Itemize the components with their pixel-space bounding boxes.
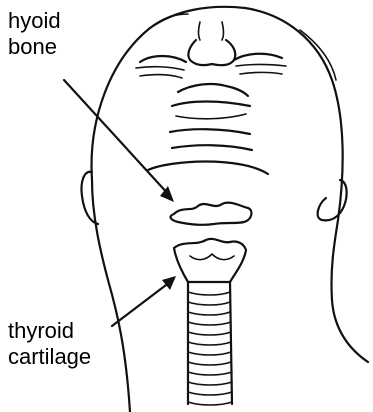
- right-eye-lid: [234, 54, 282, 60]
- hyoid-bone-label: hyoid bone: [8, 8, 61, 60]
- thyroid-label-line2: cartilage: [8, 344, 91, 370]
- hyoid-label-line1: hyoid: [8, 8, 61, 34]
- hairline-left: [150, 14, 188, 28]
- right-eye-lash-2: [240, 73, 282, 75]
- hyoid-label-line2: bone: [8, 34, 61, 60]
- chin-lower: [172, 145, 252, 150]
- thyroid-cartilage-label: thyroid cartilage: [8, 318, 91, 370]
- right-eye-lash-1: [236, 65, 286, 67]
- upper-lip: [178, 84, 248, 96]
- hyoid-arrow: [64, 80, 174, 202]
- nose-bridge: [199, 22, 224, 40]
- thyroid-cartilage: [174, 239, 246, 282]
- under-chin: [148, 162, 268, 175]
- mouth: [172, 102, 250, 107]
- left-eye-lash-1: [136, 67, 184, 70]
- trachea: [188, 282, 232, 405]
- hyoid-bone: [171, 203, 252, 225]
- thyroid-arrow: [112, 276, 176, 326]
- thyroid-label-line1: thyroid: [8, 318, 91, 344]
- nose: [188, 40, 235, 65]
- thyroid-notch: [190, 254, 234, 260]
- left-eye-lash-2: [140, 75, 182, 78]
- chin-upper: [170, 129, 250, 134]
- left-jaw-outline: [92, 180, 130, 412]
- left-eye-lid: [140, 56, 186, 62]
- lower-lip: [176, 114, 246, 119]
